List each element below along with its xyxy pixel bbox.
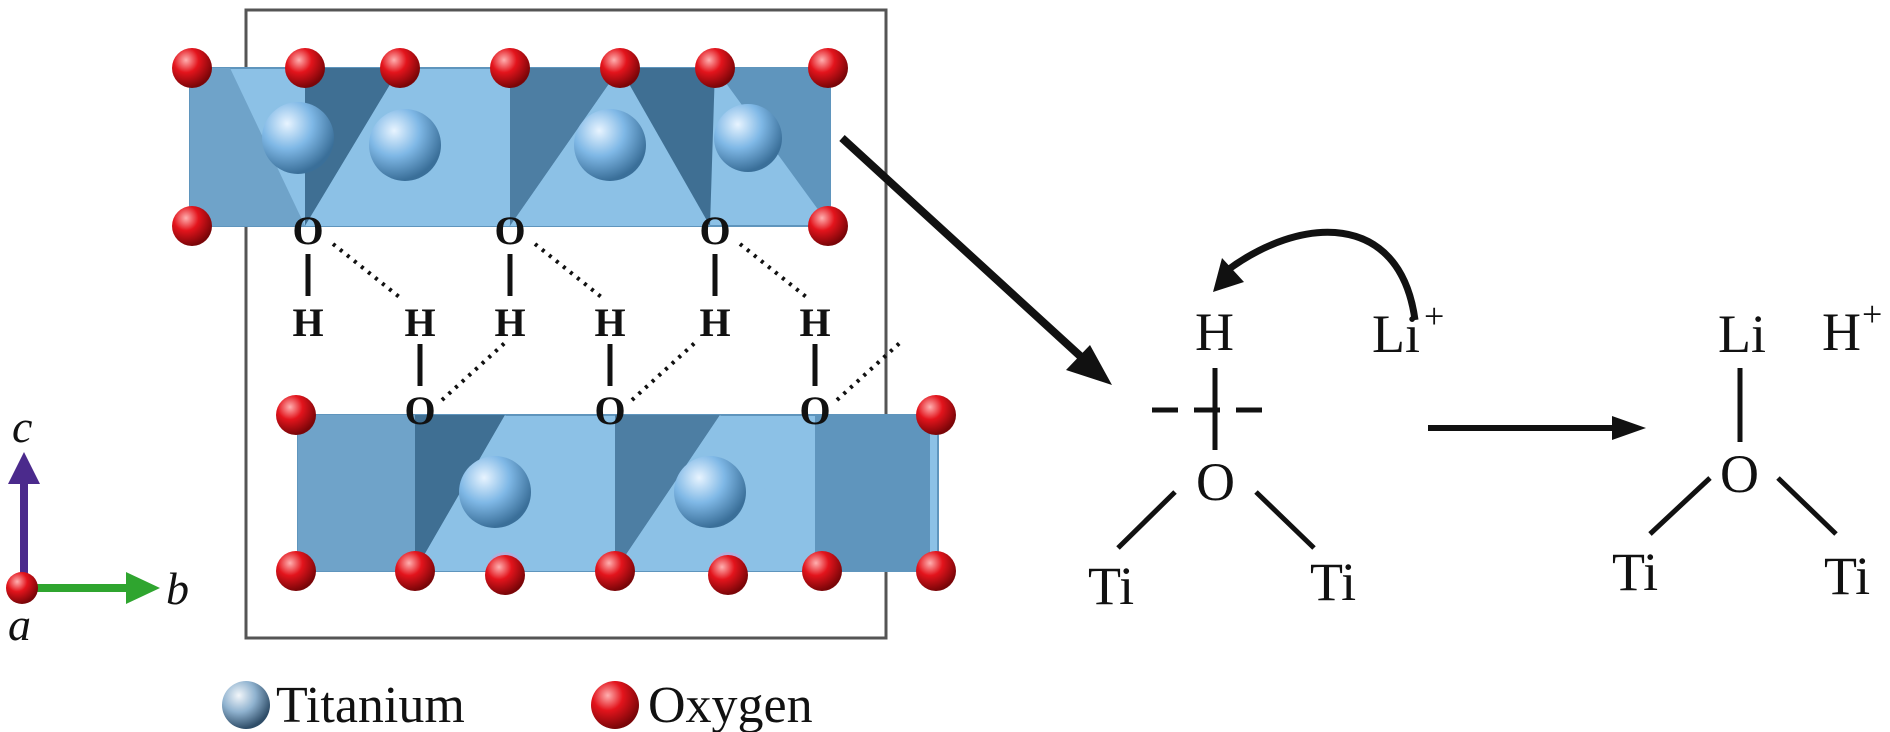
o-ti-bond-right bbox=[1254, 490, 1316, 550]
o-ti-bond-left bbox=[1116, 490, 1177, 550]
hydroxyl-oxygen: O bbox=[699, 208, 730, 253]
hydroxyl-oxygen: O bbox=[494, 208, 525, 253]
oxygen-legend-swatch bbox=[591, 681, 639, 729]
zoom-arrow-head bbox=[1066, 345, 1112, 385]
product-h: H bbox=[1822, 302, 1861, 362]
titanium-atom bbox=[369, 109, 441, 181]
hydroxyl-oxygen: O bbox=[292, 208, 323, 253]
hydroxyl-hydrogen: H bbox=[699, 300, 730, 345]
reaction-arrow-head bbox=[1612, 416, 1646, 440]
legend: Titanium Oxygen bbox=[222, 677, 813, 732]
titanium-atom bbox=[262, 102, 334, 174]
hydroxyl-oxygen: O bbox=[799, 388, 830, 433]
product-li: Li bbox=[1718, 304, 1766, 364]
reactant-h: H bbox=[1195, 302, 1234, 362]
hydroxyl-oxygen: O bbox=[594, 388, 625, 433]
reactant-li: Li bbox=[1372, 304, 1420, 364]
hydroxyl-hydrogen: H bbox=[799, 300, 830, 345]
product-ti-left: Ti bbox=[1612, 542, 1658, 602]
axis-c-label: c bbox=[12, 401, 32, 452]
titanium-atom bbox=[459, 456, 531, 528]
oxygen-atoms-top bbox=[172, 48, 848, 246]
zoom-arrow bbox=[839, 135, 1093, 368]
hydroxyl-hydrogen: H bbox=[494, 300, 525, 345]
titanium-atom bbox=[714, 104, 782, 172]
titanium-atom bbox=[674, 456, 746, 528]
product-scheme: Li H + O Ti Ti bbox=[1612, 294, 1882, 606]
reactant-ti-right: Ti bbox=[1310, 552, 1356, 612]
hydrogen-bond bbox=[331, 242, 405, 302]
axis-b-label: b bbox=[166, 563, 189, 614]
hydroxyl-hydrogen: H bbox=[594, 300, 625, 345]
titanium-legend-label: Titanium bbox=[276, 677, 465, 732]
hydrogen-bond bbox=[630, 338, 700, 402]
hydrogen-bond bbox=[533, 242, 607, 302]
reactant-ti-left: Ti bbox=[1088, 556, 1134, 616]
curved-arrow bbox=[1222, 228, 1419, 321]
axis-a-label: a bbox=[8, 599, 31, 650]
unit-cell-frame bbox=[244, 8, 888, 640]
product-o-ti-bond-right bbox=[1776, 476, 1838, 536]
hydroxyl-oxygen: O bbox=[404, 388, 435, 433]
top-octahedral-layer bbox=[172, 48, 848, 246]
reactant-o: O bbox=[1196, 452, 1235, 512]
hydroxyl-hydrogen: H bbox=[292, 300, 323, 345]
hydrogen-bond bbox=[835, 338, 905, 402]
hydroxyl-hydrogen: H bbox=[404, 300, 435, 345]
axis-origin-atom bbox=[6, 572, 38, 604]
titanium-atom bbox=[574, 109, 646, 181]
bottom-octahedral-layer bbox=[276, 395, 956, 595]
hydrogen-bond bbox=[440, 338, 510, 402]
reactant-li-charge: + bbox=[1424, 296, 1444, 336]
hydrogen-bond bbox=[738, 242, 812, 302]
oxygen-atoms-bottom bbox=[276, 395, 956, 595]
oxygen-legend-label: Oxygen bbox=[648, 677, 813, 732]
reactant-scheme: H Li + O Ti Ti bbox=[1088, 228, 1444, 616]
product-o: O bbox=[1720, 444, 1759, 504]
product-o-ti-bond-left bbox=[1648, 476, 1712, 536]
crystal-axes: c b a bbox=[6, 401, 189, 650]
product-h-charge: + bbox=[1862, 294, 1882, 334]
product-ti-right: Ti bbox=[1824, 546, 1870, 606]
titanium-legend-swatch bbox=[222, 681, 270, 729]
